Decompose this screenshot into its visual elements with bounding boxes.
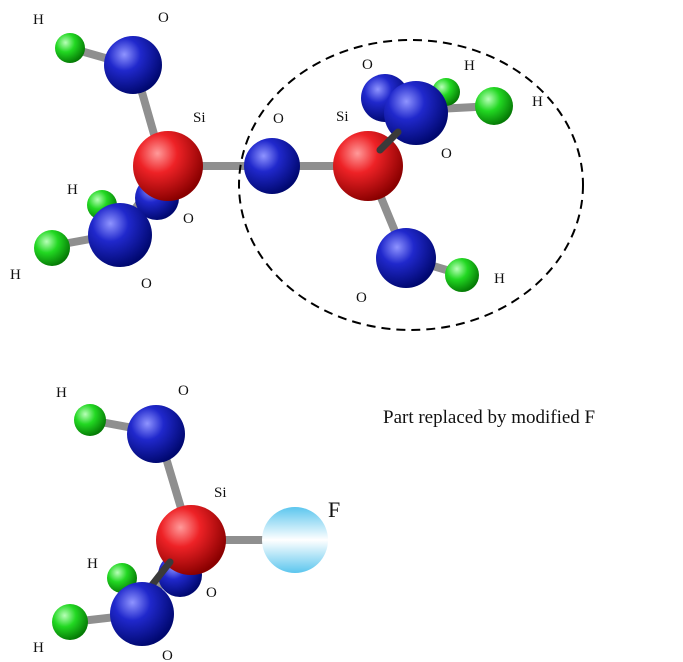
atom-label-f: F	[328, 497, 340, 522]
atom-label-h: H	[67, 182, 78, 198]
atom-label-o: O	[356, 290, 367, 306]
top-molecule: H O Si H O H O O Si O H H O H O	[10, 10, 584, 331]
fluorine-atom	[262, 507, 328, 573]
atom-label-o: O	[206, 585, 217, 601]
atom-label-h: H	[532, 94, 543, 110]
hydrogen-atom	[34, 230, 70, 266]
atom-label-si: Si	[214, 485, 227, 501]
atom-label-h: H	[464, 58, 475, 74]
replacement-caption: Part replaced by modified F	[383, 407, 595, 428]
oxygen-atom	[384, 81, 448, 145]
atom-label-h: H	[494, 271, 505, 287]
atom-label-o: O	[162, 648, 173, 662]
oxygen-atom	[127, 405, 185, 463]
atom-label-o: O	[362, 57, 373, 73]
atom-label-o: O	[158, 10, 169, 26]
oxygen-atom	[104, 36, 162, 94]
atom-label-si: Si	[193, 110, 206, 126]
hydrogen-atom	[55, 33, 85, 63]
atom-label-h: H	[33, 12, 44, 28]
silicon-atom	[133, 131, 203, 201]
atom-label-h: H	[56, 385, 67, 401]
bottom-molecule: H O Si F H O H O	[33, 383, 340, 662]
bond-si-o-front	[148, 558, 174, 589]
atom-label-h: H	[10, 267, 21, 283]
oxygen-atom	[376, 228, 436, 288]
hydrogen-atom	[445, 258, 479, 292]
hydrogen-atom	[475, 87, 513, 125]
oxygen-atom	[110, 582, 174, 646]
oxygen-atom	[88, 203, 152, 267]
atom-label-o: O	[273, 111, 284, 127]
atom-label-si: Si	[336, 109, 349, 125]
hydrogen-atom	[52, 604, 88, 640]
replaced-region-outline	[238, 39, 584, 331]
atom-label-o: O	[141, 276, 152, 292]
oxygen-atom	[244, 138, 300, 194]
atom-label-o: O	[441, 146, 452, 162]
atom-label-h: H	[33, 640, 44, 656]
atom-label-h: H	[87, 556, 98, 572]
atom-label-o: O	[183, 211, 194, 227]
silicon-atom	[156, 505, 226, 575]
atom-label-o: O	[178, 383, 189, 399]
hydrogen-atom	[74, 404, 106, 436]
bond-si-o-front	[376, 128, 402, 154]
